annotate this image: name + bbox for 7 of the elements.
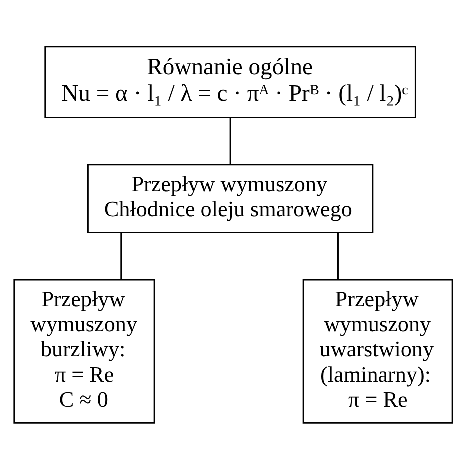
connector	[338, 233, 339, 280]
node-box: Przepływ wymuszony burzliwy: π = Re C ≈ 0	[14, 279, 156, 424]
node-box: Przepływ wymuszony uwarstwiony (laminarny): π = Re	[302, 279, 454, 424]
node-box: Przepływ wymuszony Chłodnice oleju smarowego	[87, 164, 374, 234]
connector	[120, 233, 122, 280]
node-box: Równanie ogólne Nu = α · l₁ / λ = c · πᴬ · Prᴮ · (l₁ / l₂)ᶜ	[44, 46, 416, 118]
connector	[230, 118, 232, 165]
